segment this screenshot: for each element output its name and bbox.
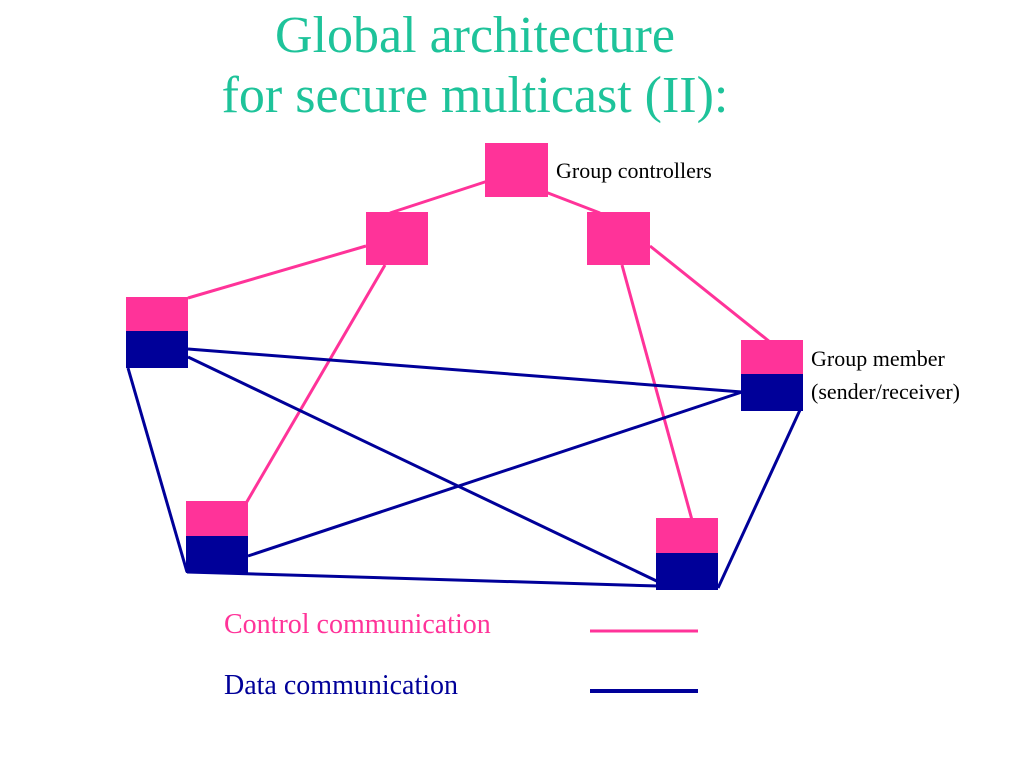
member-left-control	[126, 297, 188, 331]
control-link-top-left	[389, 176, 498, 215]
control-link-right-controller-bottom-member	[620, 264, 694, 521]
data-link-6	[716, 409, 802, 589]
member-left-data	[126, 331, 188, 368]
member-bottom-right-data	[656, 553, 718, 590]
control-links	[187, 176, 771, 521]
data-link-1	[187, 347, 743, 394]
legend-data-label: Data communication	[224, 670, 459, 701]
member-bottom-left-control	[186, 501, 248, 536]
title-line-2: for secure multicast (II):	[221, 67, 729, 124]
controller-left	[366, 212, 428, 265]
data-links	[126, 347, 802, 589]
data-link-3	[126, 367, 189, 573]
group-members	[126, 297, 803, 590]
title-line-1: Global architecture	[275, 7, 675, 64]
control-link-left-controller-member	[187, 244, 367, 300]
member-bottom-left-data	[186, 536, 248, 573]
group-member-label-line-2: (sender/receiver)	[811, 379, 961, 404]
member-bottom-right	[656, 518, 718, 590]
slide-title: Global architecture for secure multicast…	[0, 6, 950, 126]
group-controllers	[366, 143, 650, 265]
member-bottom-left	[186, 501, 248, 573]
control-link-right-controller-member	[649, 244, 771, 344]
group-member-label-line-1: Group member	[811, 346, 945, 371]
data-link-2	[187, 355, 666, 587]
member-right	[741, 340, 803, 411]
legend-control-label: Control communication	[224, 609, 491, 640]
member-left	[126, 297, 188, 368]
control-link-left-controller-bottom-member	[243, 264, 387, 506]
member-right-control	[741, 340, 803, 374]
member-right-data	[741, 374, 803, 411]
controller-right	[587, 212, 650, 265]
member-bottom-right-control	[656, 518, 718, 553]
group-controllers-label: Group controllers	[556, 158, 712, 183]
data-link-5	[186, 570, 659, 588]
data-link-4	[247, 390, 743, 558]
controller-top	[485, 143, 548, 197]
